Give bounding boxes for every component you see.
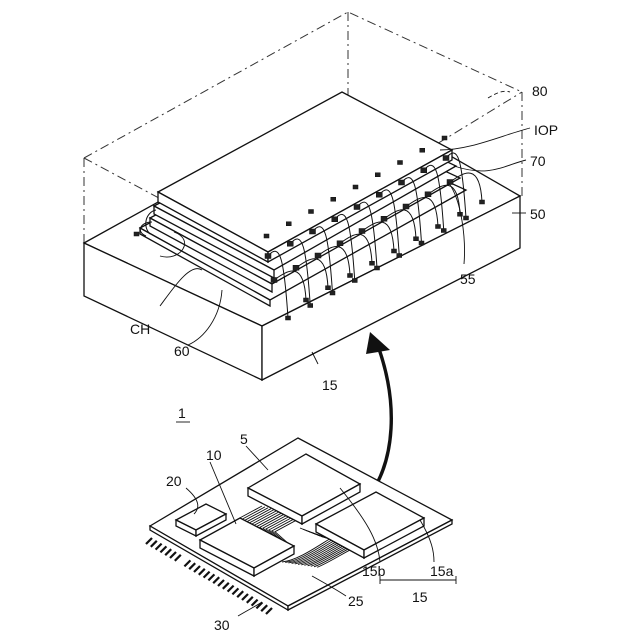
io-pad <box>442 136 447 140</box>
label-30: 30 <box>214 617 230 633</box>
connector-finger <box>242 594 248 600</box>
connector-finger <box>204 572 210 578</box>
substrate-pad <box>375 266 380 270</box>
connector-finger <box>228 586 234 592</box>
io-pad <box>425 192 431 197</box>
substrate-pad <box>308 304 313 308</box>
label-ch: CH <box>130 321 150 337</box>
curved-arrow <box>366 332 391 498</box>
connector-finger <box>194 566 200 572</box>
substrate-pad <box>326 286 331 290</box>
label-60: 60 <box>174 343 190 359</box>
connector-finger <box>261 605 267 611</box>
connector-finger <box>208 574 214 580</box>
label-25: 25 <box>348 593 364 609</box>
substrate-pad <box>352 279 357 283</box>
connector-finger <box>213 577 219 583</box>
label-iop: IOP <box>534 122 558 138</box>
substrate-pad <box>330 291 335 295</box>
label-55: 55 <box>460 271 476 287</box>
substrate-pad <box>414 237 419 241</box>
io-pad <box>310 229 316 234</box>
label-10: 10 <box>206 447 222 463</box>
connector-finger <box>146 538 152 544</box>
connector-finger <box>175 555 181 561</box>
substrate-pad <box>480 200 485 204</box>
label-15-bottom: 15 <box>412 589 428 605</box>
connector-finger <box>266 608 272 614</box>
io-pad <box>337 241 343 246</box>
substrate-pad <box>436 225 441 229</box>
substrate-pad <box>286 316 291 320</box>
io-pad <box>332 217 338 222</box>
io-pad <box>265 254 271 259</box>
connector-finger <box>199 569 205 575</box>
connector-finger <box>247 597 253 603</box>
connector-finger <box>189 563 195 569</box>
connector-finger <box>223 583 229 589</box>
substrate-pad <box>464 216 469 220</box>
substrate-pad <box>392 249 397 253</box>
io-pad <box>375 173 380 177</box>
connector-finger <box>156 544 162 550</box>
io-pad <box>447 180 453 185</box>
label-50: 50 <box>530 206 546 222</box>
substrate-pad <box>397 254 402 258</box>
io-pad <box>421 168 427 173</box>
connector-finger <box>160 546 166 552</box>
substrate-pad <box>348 274 353 278</box>
substrate-pad <box>370 261 375 265</box>
substrate-pad <box>304 298 309 302</box>
io-pad <box>381 216 387 221</box>
io-pad <box>403 204 409 209</box>
connector-finger <box>232 588 238 594</box>
io-pad <box>420 148 425 152</box>
io-pad <box>353 185 358 189</box>
io-pad <box>293 265 299 270</box>
connector-finger <box>184 560 190 566</box>
io-pad <box>354 205 360 210</box>
io-pad <box>264 234 269 238</box>
substrate-pad <box>458 212 463 216</box>
io-pad <box>331 197 336 201</box>
connector-finger <box>170 552 176 558</box>
label-15-top: 15 <box>322 377 338 393</box>
label-1: 1 <box>178 405 186 421</box>
label-15b: 15b <box>362 563 386 579</box>
connector-finger <box>237 591 243 597</box>
io-pad <box>309 210 314 214</box>
substrate-pad <box>419 241 424 245</box>
io-pad <box>376 192 382 197</box>
io-pad <box>359 229 365 234</box>
connector-finger <box>252 600 258 606</box>
label-80: 80 <box>532 83 548 99</box>
io-pad <box>443 156 449 161</box>
label-5: 5 <box>240 431 248 447</box>
substrate-pad <box>441 229 446 233</box>
io-pad <box>287 241 293 246</box>
io-pad <box>271 278 277 283</box>
label-20: 20 <box>166 473 182 489</box>
connector-finger <box>165 549 171 555</box>
connector-finger <box>151 541 157 547</box>
connector-finger <box>218 580 224 586</box>
io-pad <box>315 253 321 258</box>
io-pad <box>399 180 405 185</box>
io-pad <box>286 222 291 226</box>
io-pad <box>398 161 403 165</box>
label-70: 70 <box>530 153 546 169</box>
label-15a: 15a <box>430 563 454 579</box>
